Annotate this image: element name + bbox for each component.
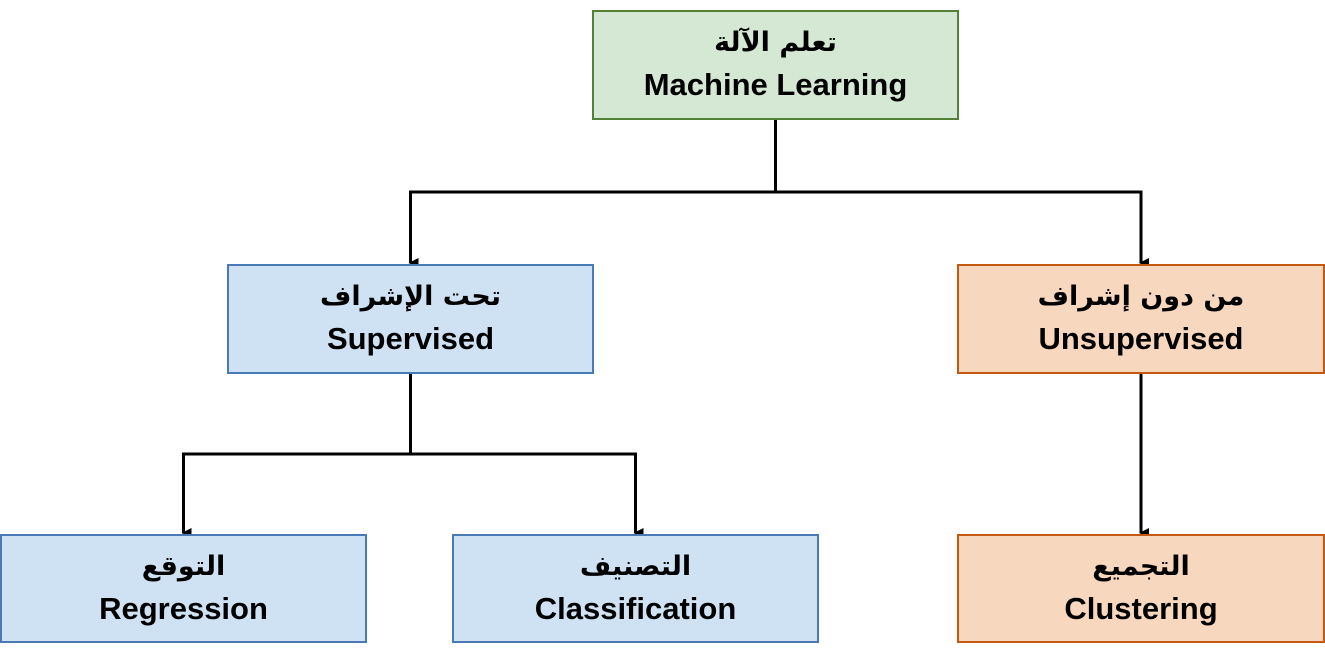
node-unsupervised: من دون إشراف Unsupervised (957, 264, 1325, 374)
node-clustering-english: Clustering (1064, 590, 1218, 626)
node-supervised-arabic: تحت الإشراف (320, 281, 501, 312)
node-regression: التوقع Regression (0, 534, 367, 643)
arrow-supervised-to-classification (409, 374, 644, 538)
arrow-supervised-to-regression (181, 374, 412, 538)
node-machine-learning-english: Machine Learning (643, 67, 908, 102)
node-unsupervised-arabic: من دون إشراف (1037, 281, 1245, 312)
node-regression-arabic: التوقع (141, 550, 226, 582)
node-classification-english: Classification (534, 590, 737, 626)
node-machine-learning: تعلم الآلة Machine Learning (592, 10, 959, 120)
node-supervised: تحت الإشراف Supervised (227, 264, 594, 374)
arrow-root-to-unsupervised (774, 120, 1149, 268)
node-regression-english: Regression (99, 590, 268, 626)
node-clustering: التجميع Clustering (957, 534, 1325, 643)
node-classification: التصنيف Classification (452, 534, 819, 643)
node-machine-learning-arabic: تعلم الآلة (714, 27, 837, 58)
node-supervised-english: Supervised (326, 321, 495, 356)
node-unsupervised-english: Unsupervised (1038, 321, 1244, 356)
arrow-root-to-supervised (408, 120, 777, 268)
node-clustering-arabic: التجميع (1092, 550, 1190, 582)
node-classification-arabic: التصنيف (579, 550, 692, 582)
